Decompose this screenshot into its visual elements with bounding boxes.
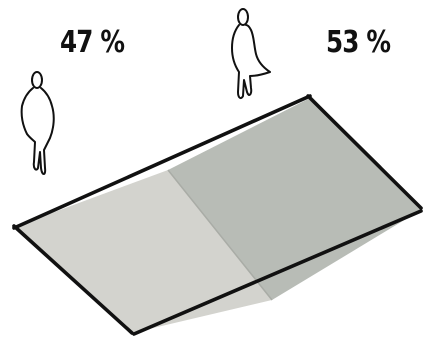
floor-area-left [14,170,272,333]
left-share-label: 47 % [60,25,125,60]
person-right-icon [231,8,271,100]
right-share-label: 53 % [326,25,391,60]
person-left-icon [20,71,55,175]
floor-divider [167,169,273,301]
floor-outline [12,94,423,336]
